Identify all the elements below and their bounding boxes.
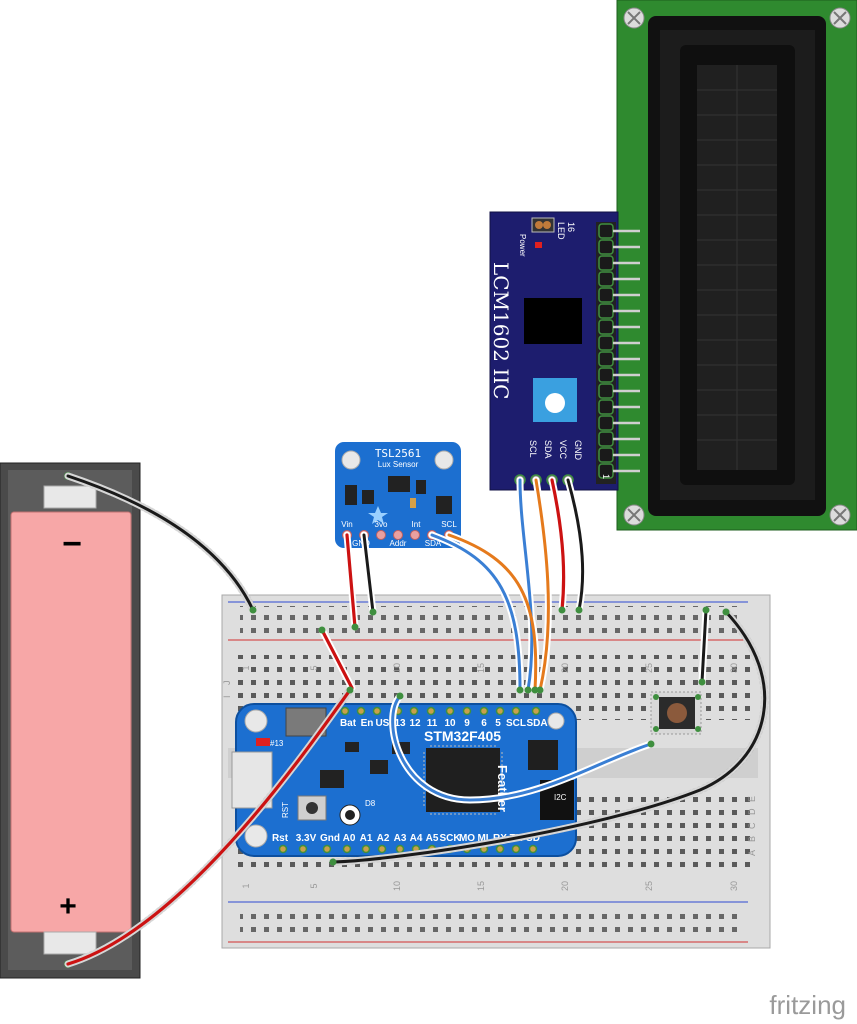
- feather-pin-5: 5: [495, 718, 501, 729]
- feather-pin-gnd: Gnd: [320, 833, 340, 844]
- lux-label-sda: SDA: [425, 539, 442, 548]
- push-button: [650, 691, 702, 735]
- bb-row-label-b: B: [747, 836, 757, 842]
- wire-battery-pos: [66, 688, 352, 966]
- bb-col-label-top-15: 15: [476, 663, 486, 673]
- lcd-power-label: Power: [518, 234, 527, 257]
- lcd-display: [616, 0, 857, 531]
- lux-label-addr: Addr: [390, 539, 407, 548]
- feather-pin-6: 6: [481, 718, 487, 729]
- lcd-pin16-label: 16: [566, 222, 576, 232]
- bb-col-label-bottom-20: 20: [560, 881, 570, 891]
- lux-subtitle: Lux Sensor: [378, 460, 419, 469]
- bb-col-label-top-5: 5: [309, 665, 319, 670]
- bb-col-label-bottom-5: 5: [309, 883, 319, 888]
- feather-rst-label: RST: [281, 802, 290, 818]
- lux-title: TSL2561: [375, 447, 421, 460]
- bb-col-label-top-25: 25: [644, 663, 654, 673]
- lcd-pin-scl: SCL: [528, 440, 538, 458]
- lcd-pin-vcc: VCC: [558, 440, 568, 460]
- lux-pin-scl: SCL: [441, 520, 457, 529]
- bb-col-label-bottom-10: 10: [392, 881, 402, 891]
- feather-pin-12: 12: [409, 718, 421, 729]
- lcd-pin-sda: SDA: [543, 440, 553, 459]
- feather-pin-bat: Bat: [340, 718, 357, 729]
- lcd-pin-gnd: GND: [573, 440, 583, 461]
- lux-pin-int: Int: [412, 520, 422, 529]
- bb-col-label-top-10: 10: [392, 663, 402, 673]
- feather-pin-a4: A4: [410, 833, 423, 844]
- feather-pin-sck: SCK: [439, 833, 461, 844]
- feather-pin-a2: A2: [377, 833, 390, 844]
- battery-plus-label: +: [59, 890, 77, 923]
- lux-pin-3vo: 3vo: [375, 520, 388, 529]
- feather-pin-9: 9: [464, 718, 470, 729]
- battery-holder: − +: [0, 462, 141, 979]
- feather-pin-a1: A1: [360, 833, 373, 844]
- bb-col-label-top-30: 30: [729, 663, 739, 673]
- feather-pin-en: En: [361, 718, 374, 729]
- feather-pin-scl: SCL: [506, 718, 526, 729]
- bb-row-label-c: C: [747, 822, 757, 829]
- feather-pin-11: 11: [427, 718, 438, 729]
- feather-pin-mo: MO: [459, 833, 475, 844]
- feather-pin-a5: A5: [426, 833, 439, 844]
- feather-pin-10: 10: [444, 718, 456, 729]
- feather-pin-sd: SD: [526, 833, 540, 844]
- bb-row-label-i: I: [222, 695, 232, 698]
- bb-col-label-top-1: 1: [241, 665, 251, 670]
- lcd-i2c-module: 16 LED Power LCM1602 IIC GND VCC SDA SCL…: [489, 211, 640, 491]
- feather-led-label: #13: [270, 739, 284, 748]
- feather-d8-label: D8: [365, 799, 376, 808]
- bb-row-label-d: D: [747, 808, 757, 815]
- tsl2561-lux-sensor: TSL2561 Lux Sensor Vin 3vo Int SCL GND A…: [333, 440, 463, 550]
- bb-row-label-a: A: [747, 850, 757, 856]
- lcd-header-pins: [596, 222, 640, 484]
- lcd-module-name: LCM1602 IIC: [489, 262, 513, 399]
- feather-pin-3v3: 3.3V: [296, 833, 317, 844]
- bb-col-label-bottom-25: 25: [644, 881, 654, 891]
- bb-col-label-top-20: 20: [560, 663, 570, 673]
- stm32f405-feather: #13 RST D8 I2C STM32F405 Feather Bat En …: [231, 703, 577, 857]
- bb-col-label-bottom-15: 15: [476, 881, 486, 891]
- lux-pin-vin: Vin: [341, 520, 352, 529]
- wire-battery-neg: [66, 474, 255, 612]
- feather-pin-a0: A0: [343, 833, 356, 844]
- feather-subtitle: Feather: [495, 765, 510, 812]
- feather-title: STM32F405: [424, 728, 501, 744]
- lux-label-gnd: GND: [352, 539, 370, 548]
- lcd-pin1-label: 1: [601, 474, 611, 479]
- feather-pin-mi: MI: [477, 833, 488, 844]
- lcd-led-label: LED: [556, 222, 566, 240]
- feather-i2c-label: I2C: [554, 793, 567, 802]
- feather-pin-rst: Rst: [272, 833, 289, 844]
- bb-row-label-e: E: [747, 796, 757, 802]
- fritzing-watermark: fritzing: [769, 990, 846, 1020]
- lcd-module-chip: [524, 298, 582, 344]
- feather-pin-13: 13: [394, 718, 406, 729]
- bb-col-label-bottom-1: 1: [241, 883, 251, 888]
- battery-minus-label: −: [62, 525, 82, 563]
- bb-col-label-bottom-30: 30: [729, 881, 739, 891]
- feather-pin-a3: A3: [394, 833, 407, 844]
- wires: [64, 472, 769, 968]
- bb-row-label-j: J: [222, 681, 232, 686]
- feather-pin-usb: USB: [375, 718, 396, 729]
- feather-pin-sda: SDA: [526, 718, 547, 729]
